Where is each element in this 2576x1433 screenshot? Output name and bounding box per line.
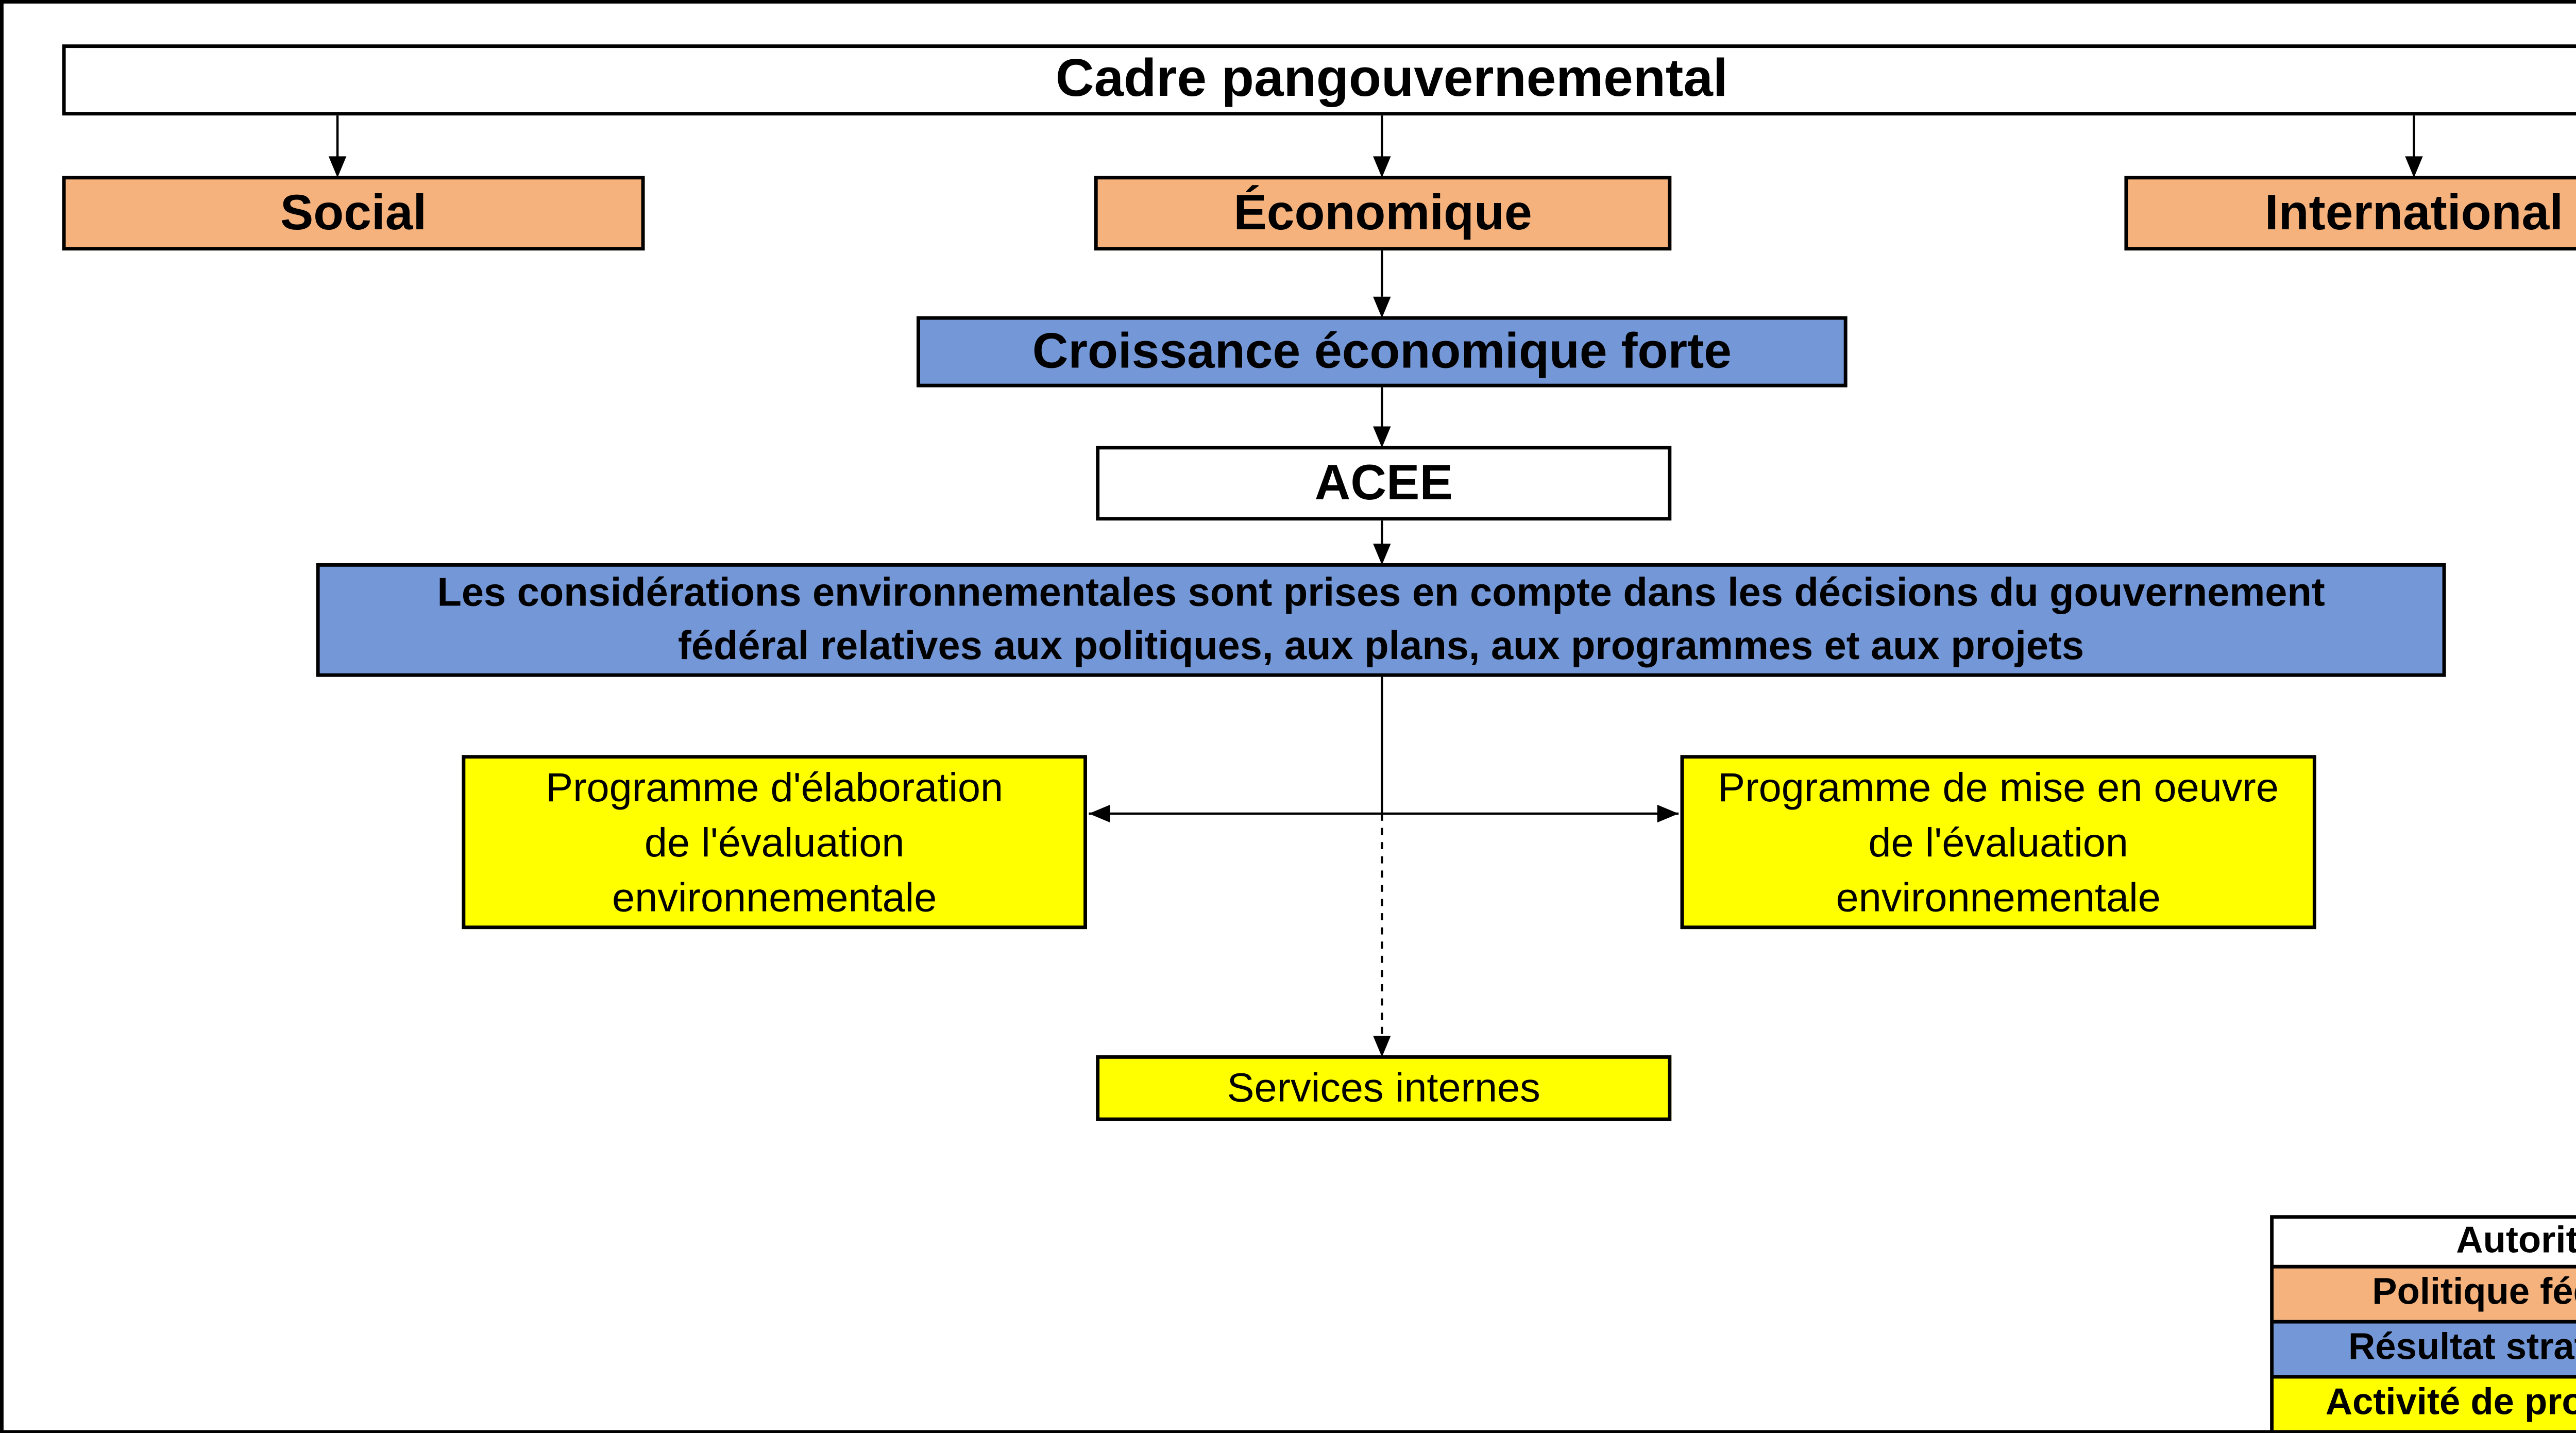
strong-economic-growth-node: Croissance économique forte <box>917 316 1848 387</box>
strategic-outcome-line2: fédéral relatives aux politiques, aux pl… <box>678 623 2084 668</box>
arrowhead-into-implementation-program <box>1657 804 1679 823</box>
economic-node: Économique <box>1094 176 1672 251</box>
legend-item-strategic-result: Résultat stratégique <box>2274 1319 2576 1375</box>
legend-item-program-activity: Activité de programme <box>2274 1374 2576 1430</box>
social-node: Social <box>62 176 645 251</box>
legend-header-authority: Autorité <box>2274 1218 2576 1265</box>
ea-development-program-line3: environnementale <box>612 873 937 920</box>
ea-implementation-program-line3: environnementale <box>1836 873 2161 920</box>
internal-services-node: Services internes <box>1096 1055 1672 1121</box>
ea-development-program-line2: de l'évaluation <box>644 818 905 865</box>
legend: Autorité Politique fédérale Résultat str… <box>2270 1215 2576 1433</box>
arrowhead-growth-acee <box>1373 426 1391 448</box>
acee-node: ACEE <box>1096 446 1672 521</box>
framework-node: Cadre pangouvernemental <box>62 44 2576 116</box>
arrowhead-into-development-program <box>1089 804 1110 823</box>
legend-item-federal-policy: Politique fédérale <box>2274 1264 2576 1320</box>
strategic-outcome-node: Les considérations environnementales son… <box>316 563 2446 677</box>
ea-development-program-node: Programme d'élaboration de l'évaluation … <box>462 755 1087 930</box>
arrowhead-economic-growth <box>1373 296 1391 318</box>
ea-implementation-program-line1: Programme de mise en oeuvre <box>1718 763 2279 810</box>
arrowhead-acee-outcome <box>1373 543 1391 565</box>
arrowhead-framework-social <box>328 156 347 178</box>
ea-development-program-line1: Programme d'élaboration <box>546 763 1004 810</box>
arrowhead-internal-services <box>1373 1036 1391 1057</box>
arrowhead-framework-international <box>2405 156 2423 178</box>
ea-implementation-program-node: Programme de mise en oeuvre de l'évaluat… <box>1680 755 2316 930</box>
international-node: International <box>2124 176 2576 251</box>
ea-implementation-program-line2: de l'évaluation <box>1868 818 2128 865</box>
arrowhead-framework-economic <box>1373 156 1391 178</box>
strategic-outcome-line1: Les considérations environnementales son… <box>437 570 2325 615</box>
